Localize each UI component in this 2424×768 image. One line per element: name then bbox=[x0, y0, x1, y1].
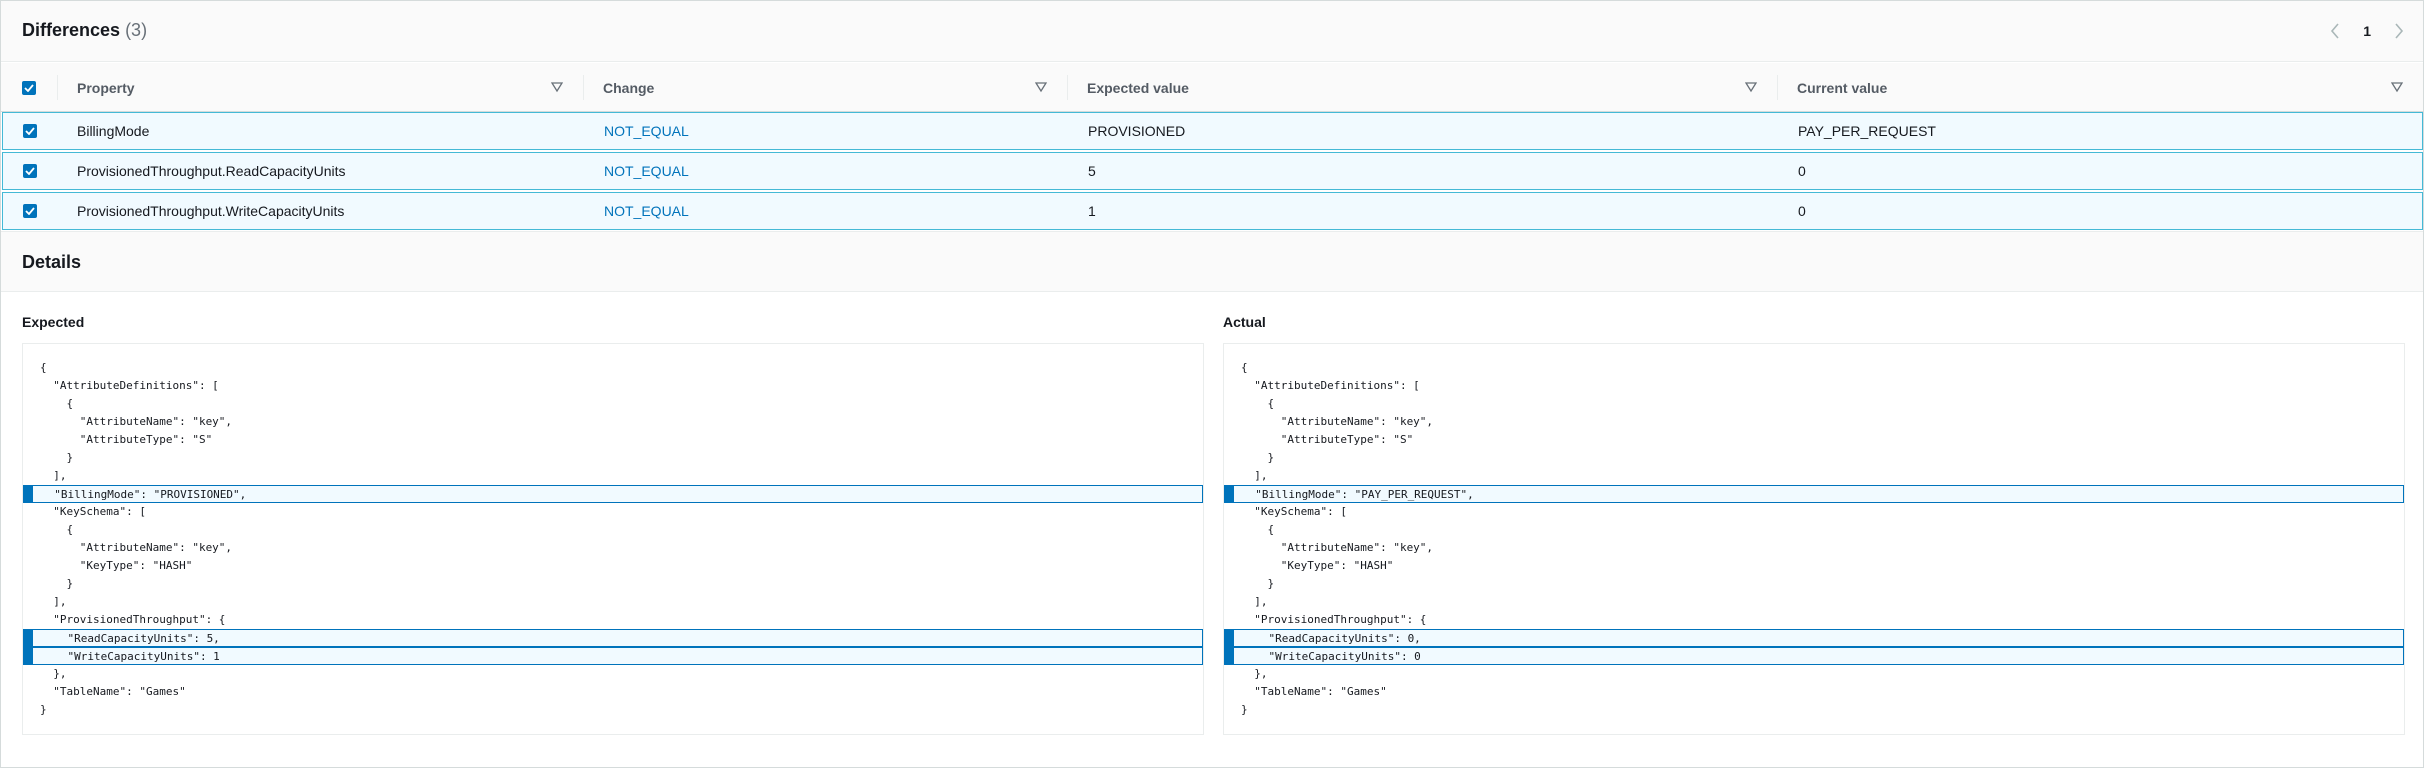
code-line-changed: "ReadCapacityUnits": 5, bbox=[23, 629, 1203, 647]
code-line: } bbox=[1224, 701, 2404, 719]
expected-value-cell: PROVISIONED bbox=[1088, 113, 1185, 149]
code-line: } bbox=[23, 701, 1203, 719]
property-cell: ProvisionedThroughput.WriteCapacityUnits bbox=[77, 193, 344, 229]
select-all-checkbox[interactable] bbox=[22, 81, 36, 95]
column-header-current-value[interactable]: Current value bbox=[1777, 63, 2423, 112]
details-header: Details bbox=[1, 231, 2423, 292]
code-line: "AttributeDefinitions": [ bbox=[23, 377, 1203, 395]
change-link[interactable]: NOT_EQUAL bbox=[604, 153, 689, 189]
actual-label: Actual bbox=[1223, 314, 1266, 330]
code-line-changed: "BillingMode": "PROVISIONED", bbox=[23, 485, 1203, 503]
details-title: Details bbox=[22, 252, 81, 273]
column-header-property[interactable]: Property bbox=[57, 63, 583, 112]
code-line-changed: "BillingMode": "PAY_PER_REQUEST", bbox=[1224, 485, 2404, 503]
chevron-right-icon bbox=[2394, 23, 2404, 39]
code-line: ], bbox=[1224, 467, 2404, 485]
code-line: }, bbox=[23, 665, 1203, 683]
code-line-changed: "WriteCapacityUnits": 0 bbox=[1224, 647, 2404, 665]
column-header-change[interactable]: Change bbox=[583, 63, 1067, 112]
current-value-cell: 0 bbox=[1798, 193, 1806, 229]
property-cell: ProvisionedThroughput.ReadCapacityUnits bbox=[77, 153, 345, 189]
sort-caret-icon[interactable] bbox=[1745, 80, 1757, 94]
table-row[interactable]: ProvisionedThroughput.ReadCapacityUnits … bbox=[2, 152, 2423, 190]
actual-code-panel[interactable]: { "AttributeDefinitions": [ { "Attribute… bbox=[1223, 343, 2405, 735]
table-row[interactable]: ProvisionedThroughput.WriteCapacityUnits… bbox=[2, 192, 2423, 230]
differences-count: (3) bbox=[125, 20, 147, 40]
change-link[interactable]: NOT_EQUAL bbox=[604, 113, 689, 149]
code-line: "AttributeName": "key", bbox=[23, 413, 1203, 431]
code-line: "TableName": "Games" bbox=[1224, 683, 2404, 701]
code-line: { bbox=[23, 395, 1203, 413]
current-value-cell: PAY_PER_REQUEST bbox=[1798, 113, 1936, 149]
next-page-button[interactable] bbox=[2389, 19, 2409, 43]
code-line: "AttributeName": "key", bbox=[1224, 539, 2404, 557]
checkmark-icon bbox=[25, 127, 35, 135]
code-line: "KeyType": "HASH" bbox=[1224, 557, 2404, 575]
code-line: "ProvisionedThroughput": { bbox=[23, 611, 1203, 629]
row-checkbox-cell bbox=[23, 193, 37, 229]
sort-caret-icon[interactable] bbox=[2391, 80, 2403, 94]
row-checkbox[interactable] bbox=[23, 124, 37, 138]
code-line: } bbox=[23, 575, 1203, 593]
row-checkbox-cell bbox=[23, 153, 37, 189]
sort-caret-icon[interactable] bbox=[1035, 80, 1047, 94]
change-link[interactable]: NOT_EQUAL bbox=[604, 193, 689, 229]
sort-caret-icon[interactable] bbox=[551, 80, 563, 94]
code-line: { bbox=[1224, 395, 2404, 413]
code-line: "AttributeType": "S" bbox=[23, 431, 1203, 449]
row-checkbox-cell bbox=[23, 113, 37, 149]
table-row[interactable]: BillingMode NOT_EQUAL PROVISIONED PAY_PE… bbox=[2, 112, 2423, 150]
code-line: "AttributeName": "key", bbox=[23, 539, 1203, 557]
code-line: "KeyType": "HASH" bbox=[23, 557, 1203, 575]
select-all-cell bbox=[22, 63, 36, 112]
chevron-left-icon bbox=[2330, 23, 2340, 39]
checkmark-icon bbox=[25, 167, 35, 175]
code-line: "KeySchema": [ bbox=[23, 503, 1203, 521]
differences-title: Differences (3) bbox=[22, 20, 147, 41]
code-line: ], bbox=[23, 593, 1203, 611]
checkmark-icon bbox=[25, 207, 35, 215]
page-number[interactable]: 1 bbox=[2363, 23, 2371, 39]
previous-page-button[interactable] bbox=[2325, 19, 2345, 43]
checkmark-icon bbox=[24, 84, 34, 92]
column-label-property: Property bbox=[57, 80, 135, 96]
expected-code-panel[interactable]: { "AttributeDefinitions": [ { "Attribute… bbox=[22, 343, 1204, 735]
code-line: { bbox=[1224, 359, 2404, 377]
row-checkbox[interactable] bbox=[23, 204, 37, 218]
code-line: "AttributeName": "key", bbox=[1224, 413, 2404, 431]
code-line: { bbox=[23, 359, 1203, 377]
code-line: "KeySchema": [ bbox=[1224, 503, 2404, 521]
row-checkbox[interactable] bbox=[23, 164, 37, 178]
code-line: } bbox=[1224, 449, 2404, 467]
code-line: ], bbox=[1224, 593, 2404, 611]
pagination: 1 bbox=[2325, 19, 2409, 43]
property-cell: BillingMode bbox=[77, 113, 149, 149]
code-line: "ProvisionedThroughput": { bbox=[1224, 611, 2404, 629]
expected-value-cell: 5 bbox=[1088, 153, 1096, 189]
expected-value-cell: 1 bbox=[1088, 193, 1096, 229]
current-value-cell: 0 bbox=[1798, 153, 1806, 189]
code-line: "AttributeDefinitions": [ bbox=[1224, 377, 2404, 395]
table-header: Property Change Expected value Current v… bbox=[1, 63, 2423, 112]
code-line: } bbox=[23, 449, 1203, 467]
differences-header: Differences (3) 1 bbox=[1, 1, 2423, 62]
code-line-changed: "WriteCapacityUnits": 1 bbox=[23, 647, 1203, 665]
code-line: "AttributeType": "S" bbox=[1224, 431, 2404, 449]
code-line: }, bbox=[1224, 665, 2404, 683]
code-line: "TableName": "Games" bbox=[23, 683, 1203, 701]
differences-title-text: Differences bbox=[22, 20, 120, 40]
expected-code: { "AttributeDefinitions": [ { "Attribute… bbox=[23, 359, 1203, 719]
code-line: } bbox=[1224, 575, 2404, 593]
code-line: ], bbox=[23, 467, 1203, 485]
column-label-current-value: Current value bbox=[1777, 80, 1887, 96]
column-label-change: Change bbox=[583, 80, 654, 96]
code-line: { bbox=[23, 521, 1203, 539]
code-line: { bbox=[1224, 521, 2404, 539]
code-line-changed: "ReadCapacityUnits": 0, bbox=[1224, 629, 2404, 647]
column-label-expected-value: Expected value bbox=[1067, 80, 1189, 96]
column-header-expected-value[interactable]: Expected value bbox=[1067, 63, 1777, 112]
expected-label: Expected bbox=[22, 314, 84, 330]
actual-code: { "AttributeDefinitions": [ { "Attribute… bbox=[1224, 359, 2404, 719]
